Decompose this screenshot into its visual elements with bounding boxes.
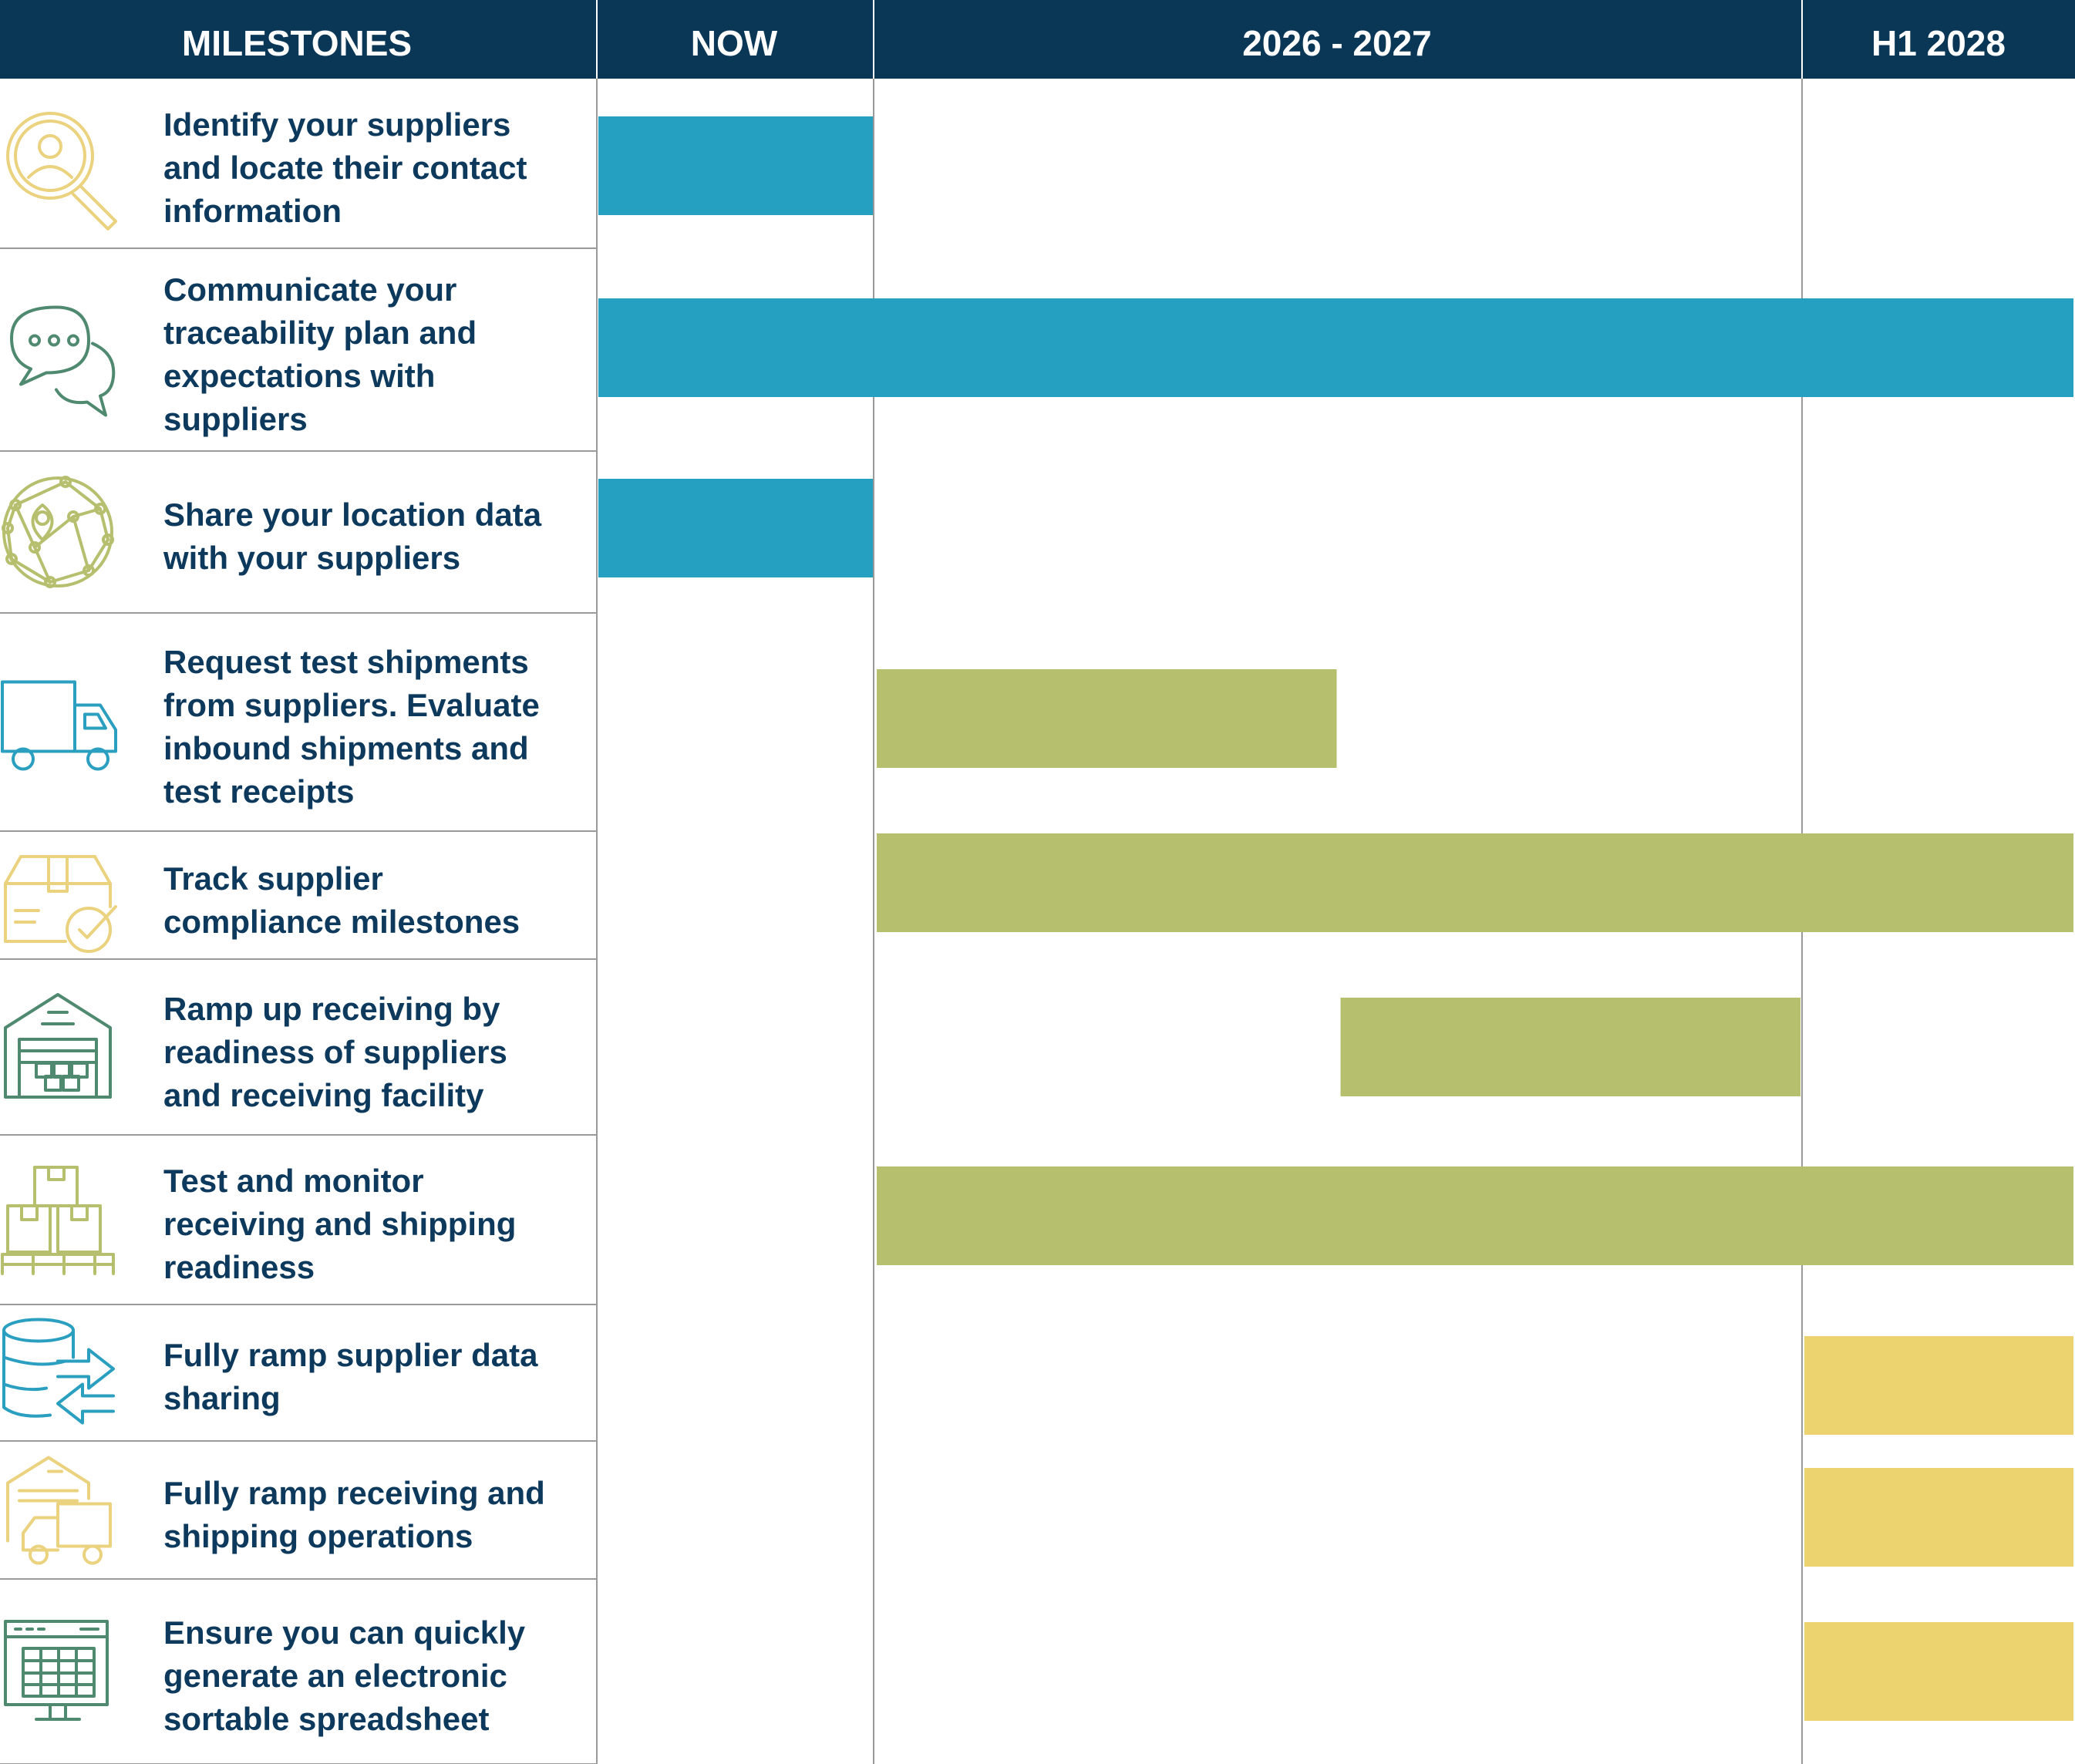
timeline-bar	[877, 833, 2073, 932]
milestone-label-line: generate an electronic	[163, 1658, 507, 1694]
milestone-label-line: from suppliers. Evaluate	[163, 687, 540, 723]
timeline-bar	[1804, 1622, 2073, 1721]
milestone-label-line: Fully ramp supplier data	[163, 1337, 538, 1373]
milestone-label: Fully ramp receiving and shipping operati…	[163, 1475, 545, 1554]
milestone-label-line: Test and monitor	[163, 1163, 424, 1199]
milestone-label-line: readiness	[163, 1249, 315, 1285]
milestone-label: Communicate your traceability plan and exp…	[163, 271, 477, 437]
column-header-2026-2027: 2026 - 2027	[1242, 23, 1432, 63]
spreadsheet-monitor-icon	[4, 1620, 109, 1721]
milestone-label-line: Share your location data	[163, 497, 542, 533]
milestone-label-line: sortable spreadsheet	[163, 1701, 490, 1737]
milestone-label-line: receiving and shipping	[163, 1206, 516, 1242]
column-header-now: NOW	[691, 23, 778, 63]
person-search-icon	[6, 112, 117, 231]
milestone-label-line: suppliers	[163, 401, 308, 437]
milestone-label-line: information	[163, 193, 342, 229]
milestone-label-line: compliance milestones	[163, 904, 520, 940]
milestone-label: Fully ramp supplier data sharing	[163, 1337, 538, 1416]
milestone-label: Ensure you can quickly generate an electr…	[163, 1614, 526, 1737]
milestone-label: Track supplier compliance milestones	[163, 860, 520, 940]
milestone-label-line: Ensure you can quickly	[163, 1614, 526, 1651]
milestone-label-line: and receiving facility	[163, 1077, 484, 1113]
milestone-label-line: and locate their contact	[163, 150, 527, 186]
box-check-icon	[4, 855, 117, 953]
timeline-bar	[1804, 1336, 2073, 1435]
truck-icon	[1, 680, 117, 771]
milestone-label-line: Fully ramp receiving and	[163, 1475, 545, 1511]
milestone-label-line: with your suppliers	[163, 540, 460, 576]
timeline-bar	[1340, 998, 1800, 1096]
timeline-bar	[598, 298, 2073, 397]
location-network-icon	[2, 476, 114, 588]
milestone-label-line: inbound shipments and	[163, 730, 529, 766]
milestone-label-line: Ramp up receiving by	[163, 991, 500, 1027]
milestone-label: Share your location data with your suppli…	[163, 497, 542, 576]
warehouse-icon	[4, 993, 112, 1099]
milestone-label: Identify your suppliers and locate their …	[163, 106, 527, 229]
timeline-bar	[598, 116, 873, 215]
milestone-label-line: test receipts	[163, 773, 354, 810]
timeline-bar	[877, 1166, 2073, 1265]
timeline-bar	[1804, 1468, 2073, 1567]
milestone-label-line: Request test shipments	[163, 644, 529, 680]
warehouse-truck-icon	[6, 1456, 112, 1565]
milestone-label: Ramp up receiving by readiness of supplie…	[163, 991, 507, 1113]
header-bar	[0, 0, 2075, 79]
milestone-label: Test and monitor receiving and shipping re…	[163, 1163, 516, 1285]
database-transfer-icon	[2, 1318, 115, 1425]
timeline-bar	[598, 479, 873, 577]
milestone-label-line: Track supplier	[163, 860, 383, 897]
milestone-label-line: expectations with	[163, 358, 435, 394]
milestone-label-line: shipping operations	[163, 1518, 473, 1554]
milestone-label-line: Identify your suppliers	[163, 106, 510, 143]
chat-bubbles-icon	[10, 305, 116, 417]
pallet-boxes-icon	[1, 1166, 115, 1275]
milestone-label-line: readiness of suppliers	[163, 1034, 507, 1070]
milestone-label-line: Communicate your	[163, 271, 456, 308]
milestone-label-line: sharing	[163, 1380, 281, 1416]
column-header-milestones: MILESTONES	[182, 23, 412, 63]
timeline-bar	[877, 669, 1337, 768]
column-header-h1-2028: H1 2028	[1871, 23, 2006, 63]
milestone-label-line: traceability plan and	[163, 315, 477, 351]
milestone-label: Request test shipments from suppliers. Ev…	[163, 644, 540, 810]
